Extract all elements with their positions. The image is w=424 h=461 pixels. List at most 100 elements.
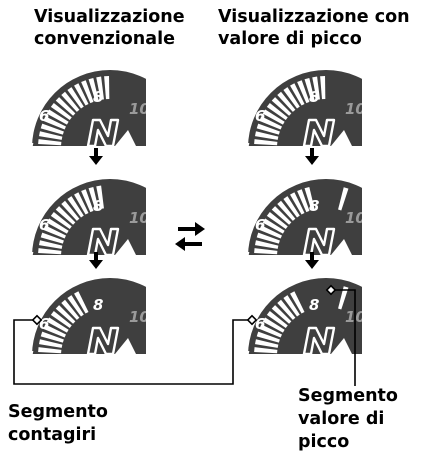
tachometer-segment bbox=[256, 331, 280, 343]
left-title-line-2: convenzionale bbox=[34, 29, 175, 49]
tachometer-segment bbox=[55, 97, 76, 116]
tachometer-segment bbox=[38, 139, 62, 146]
arrow-down-icon bbox=[89, 252, 103, 269]
tachometer-segment bbox=[74, 291, 89, 314]
scale-label: 8 bbox=[309, 197, 319, 215]
gear-n-icon bbox=[86, 227, 136, 255]
tachometer-segment bbox=[271, 206, 292, 225]
tachometer-segment bbox=[96, 185, 104, 209]
tachometer-segment bbox=[46, 317, 69, 333]
tachometer-segment bbox=[254, 240, 279, 249]
tachometer-segment bbox=[254, 347, 278, 354]
tachometer-segment bbox=[256, 232, 280, 244]
scale-label: 10 bbox=[129, 100, 150, 118]
gauge-outer-arc bbox=[151, 87, 183, 143]
gauge-outer-arc bbox=[367, 87, 399, 143]
right-title-line-1: Visualizzazione con bbox=[218, 7, 410, 27]
tachometer-segment bbox=[46, 218, 69, 234]
tachometer-segment bbox=[290, 192, 305, 215]
tachometer-segment bbox=[61, 91, 80, 112]
tachometer-segment bbox=[61, 299, 80, 320]
scale-label: 8 bbox=[309, 88, 319, 106]
tachometer-segment bbox=[254, 139, 278, 146]
scale-label: 4 bbox=[239, 348, 250, 366]
tachometer-segment bbox=[277, 91, 296, 112]
gear-n-icon bbox=[86, 326, 136, 354]
tachometer-segment bbox=[262, 317, 285, 333]
tachometer-segment bbox=[74, 192, 89, 215]
peak-segment bbox=[338, 187, 349, 211]
gear-n-icon bbox=[86, 118, 136, 146]
tachometer-segment bbox=[304, 77, 315, 102]
gear-n-icon bbox=[302, 227, 352, 255]
tachometer-segment bbox=[40, 232, 64, 244]
tachometer-segment bbox=[256, 123, 280, 135]
tachometer-segment-callout: Segmento contagiri bbox=[8, 401, 108, 447]
tachometer-segment bbox=[96, 76, 104, 100]
right-title-line-2: valore di picco bbox=[218, 29, 362, 49]
scale-label: 6 bbox=[255, 107, 265, 125]
scale-label: 4 bbox=[23, 348, 34, 366]
scale-label: 6 bbox=[39, 107, 49, 125]
tachometer-segment bbox=[290, 83, 305, 106]
gear-n-icon bbox=[302, 118, 352, 146]
tachometer-segment bbox=[61, 200, 80, 221]
tachometer-segment bbox=[50, 310, 72, 329]
scale-label: 6 bbox=[255, 216, 265, 234]
scale-label: 4 bbox=[239, 249, 250, 267]
swap-arrows-icon bbox=[175, 222, 205, 251]
scale-label: 10 bbox=[129, 308, 150, 326]
tachometer-segment bbox=[40, 331, 64, 343]
tachometer-segment bbox=[297, 189, 310, 213]
tachometer-segment bbox=[266, 211, 288, 230]
arrow-down-icon bbox=[305, 148, 319, 165]
tachometer-segment bbox=[43, 116, 66, 130]
tachometer-segment bbox=[38, 347, 62, 354]
tachometer-segment bbox=[38, 131, 63, 140]
peak-segment-leader bbox=[325, 284, 356, 386]
gauge-outer-arc bbox=[151, 295, 183, 351]
scale-label: 8 bbox=[93, 197, 103, 215]
peak-segment bbox=[338, 286, 349, 310]
tachometer-segment bbox=[277, 200, 296, 221]
scale-label: 8 bbox=[309, 296, 319, 314]
scale-label: 4 bbox=[239, 140, 250, 158]
right-column-title: Visualizzazione con valore di picco bbox=[218, 6, 410, 50]
tachometer-segment bbox=[50, 102, 72, 121]
tachometer-segment bbox=[43, 225, 66, 239]
tachometer-segment bbox=[266, 310, 288, 329]
arrow-down-icon bbox=[305, 252, 319, 269]
tachometer-segment bbox=[67, 196, 84, 218]
tachometer-segment bbox=[254, 248, 278, 255]
tachometer-segment bbox=[46, 109, 69, 125]
tachometer-segment bbox=[38, 248, 62, 255]
peak-segment-callout: Segmento valore di picco bbox=[298, 385, 398, 454]
tachometer-segment bbox=[266, 102, 288, 121]
scale-label: 6 bbox=[39, 216, 49, 234]
peak-callout-line-2: valore di bbox=[298, 409, 385, 429]
scale-label: 8 bbox=[93, 296, 103, 314]
gauge-outer-arc bbox=[367, 196, 399, 252]
tachometer-segment bbox=[259, 324, 282, 338]
tachometer-callout-line-2: contagiri bbox=[8, 425, 97, 445]
tachometer-callout-line-1: Segmento bbox=[8, 402, 108, 422]
tachometer-segment bbox=[38, 339, 63, 348]
tachometer-segment bbox=[254, 339, 279, 348]
tachometer-segment bbox=[74, 83, 89, 106]
gauge-peak-2: 46 8 10 bbox=[239, 179, 399, 267]
tachometer-segment bbox=[262, 218, 285, 234]
tachometer-segment bbox=[55, 305, 76, 324]
scale-label: 10 bbox=[345, 209, 366, 227]
left-column-title: Visualizzazione convenzionale bbox=[34, 6, 185, 50]
tachometer-segment bbox=[271, 97, 292, 116]
tachometer-segment bbox=[254, 131, 279, 140]
tachometer-segment bbox=[262, 109, 285, 125]
tachometer-segment bbox=[81, 189, 94, 213]
scale-label: 10 bbox=[345, 308, 366, 326]
